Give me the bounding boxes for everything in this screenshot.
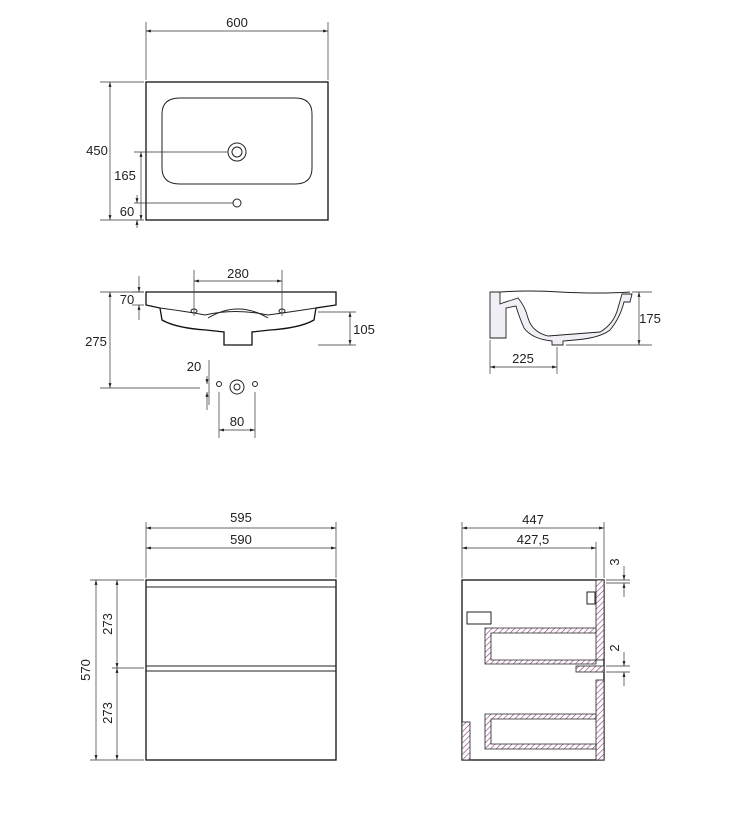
dim-hole-20: 20 bbox=[187, 359, 201, 374]
dim-drawer-gap-2: 2 bbox=[607, 644, 622, 651]
cabinet-front-view: 595 590 570 273 273 bbox=[78, 510, 337, 761]
dim-tap-spacing-280: 280 bbox=[227, 266, 249, 281]
washbasin-side-section: 175 225 bbox=[489, 290, 661, 374]
dim-outer-depth-447: 447 bbox=[522, 512, 544, 527]
dim-height-275: 275 bbox=[85, 334, 107, 349]
dim-bowl-105: 105 bbox=[353, 322, 375, 337]
dim-top-gap-3: 3 bbox=[607, 558, 622, 565]
dim-total-height-570: 570 bbox=[78, 659, 93, 681]
dim-inner-width-590: 590 bbox=[230, 532, 252, 547]
dim-drawer2-273: 273 bbox=[100, 702, 115, 724]
tap-hole-detail: 20 80 bbox=[187, 359, 258, 438]
dim-outer-width-595: 595 bbox=[230, 510, 252, 525]
washbasin-front-view: 280 70 275 105 bbox=[85, 266, 375, 389]
dim-overflow-60: 60 bbox=[120, 204, 134, 219]
dim-drain-225: 225 bbox=[512, 351, 534, 366]
dim-height-175: 175 bbox=[639, 311, 661, 326]
dim-rim-70: 70 bbox=[120, 292, 134, 307]
dim-drawer1-273: 273 bbox=[100, 613, 115, 635]
dim-spacing-80: 80 bbox=[230, 414, 244, 429]
dim-tap-165: 165 bbox=[114, 168, 136, 183]
dim-depth-450: 450 bbox=[86, 143, 108, 158]
dim-inner-depth-4275: 427,5 bbox=[517, 532, 550, 547]
cabinet-side-section: 447 427,5 3 2 bbox=[461, 512, 630, 761]
dim-width-600: 600 bbox=[226, 15, 248, 30]
washbasin-top-view: 600 450 165 60 bbox=[86, 15, 329, 228]
